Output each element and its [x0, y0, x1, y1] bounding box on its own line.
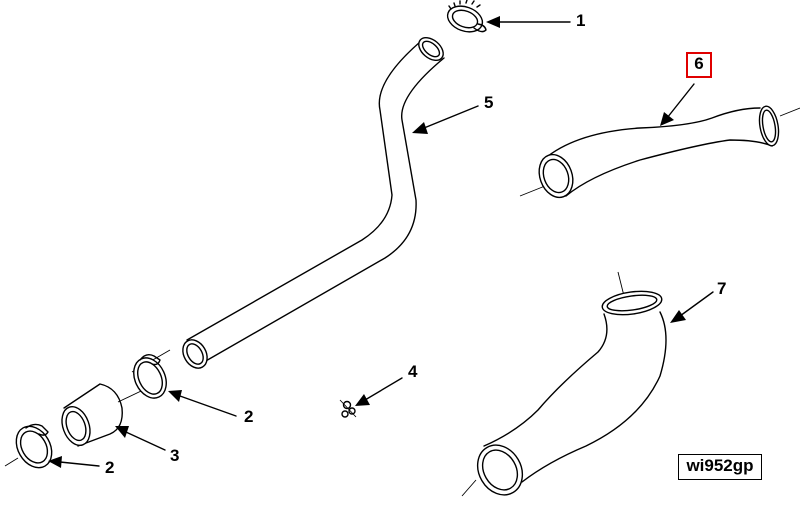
long-pipe	[131, 36, 445, 373]
elbow-pipe	[519, 105, 800, 199]
hose-clamp-top	[446, 0, 487, 33]
hose-clamp-lower	[4, 423, 53, 469]
callout-2-lower: 2	[105, 458, 115, 477]
callout-5: 5	[484, 93, 494, 112]
fastener	[339, 399, 357, 418]
callout-1: 1	[576, 11, 586, 30]
leader-arrows	[48, 16, 714, 468]
callout-6-highlighted[interactable]: 6	[686, 52, 712, 78]
callout-4: 4	[408, 362, 418, 381]
coupling-sleeve	[61, 381, 161, 447]
s-bend-pipe	[461, 271, 667, 497]
callout-2-middle: 2	[244, 407, 254, 426]
callout-3: 3	[170, 446, 180, 465]
reference-code-box: wi952gp	[678, 454, 762, 480]
callout-7: 7	[717, 279, 727, 298]
hose-clamp-middle	[133, 353, 167, 399]
